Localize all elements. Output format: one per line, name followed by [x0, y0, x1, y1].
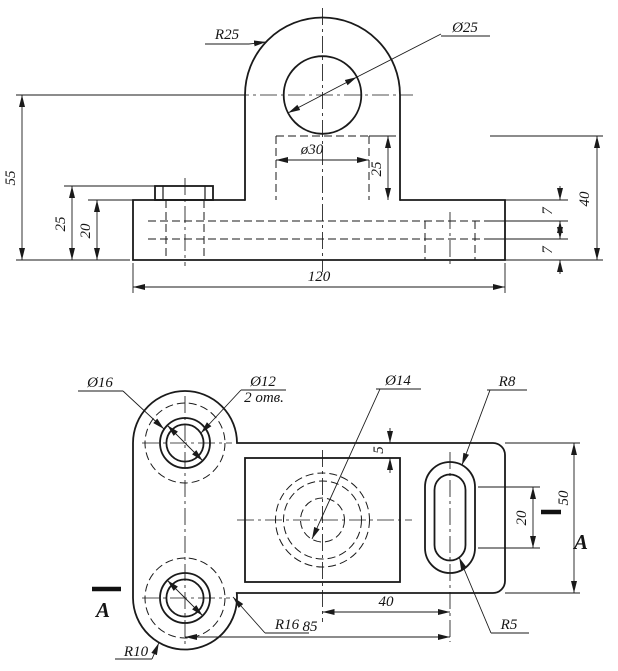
- slot-inner: [433, 473, 467, 562]
- dim-label-7-top: 7: [540, 206, 556, 215]
- dim-label-25-mid: 25: [369, 161, 385, 177]
- plan-outline: [132, 390, 506, 651]
- section-marks: [92, 509, 561, 592]
- lug-footprint: [244, 457, 401, 583]
- dim-label-5: 5: [371, 446, 387, 454]
- dim-label-d12: Ø12: [249, 374, 276, 390]
- dim-label-40: 40: [577, 191, 593, 207]
- front-extension-lines: [16, 94, 603, 293]
- dim-label-r25: R25: [214, 27, 240, 43]
- dim-label-20-slot: 20: [514, 510, 530, 526]
- plan-leaders: [78, 388, 529, 660]
- dim-label-r5: R5: [500, 617, 518, 633]
- dim-label-7-bottom: 7: [540, 245, 556, 254]
- plan-view: Ø16 Ø12 2 отв. Ø14 R8 5 20 50 40 85 R16 …: [78, 373, 588, 660]
- base-plate-outline: [132, 199, 506, 261]
- slot-outer: [424, 461, 476, 574]
- boss-outline: [154, 185, 214, 201]
- bottom-hole-d16: [159, 572, 211, 624]
- front-dimensions: [19, 95, 600, 290]
- dim-label-50: 50: [556, 490, 572, 506]
- bottom-hole-d12: [165, 578, 205, 618]
- lug-hole-circle: [282, 55, 363, 135]
- dim-label-25-left: 25: [53, 216, 69, 232]
- front-outline: [132, 16, 506, 261]
- section-letter-left: A: [94, 598, 110, 622]
- dim-label-55: 55: [3, 170, 19, 186]
- dim-label-d25: Ø25: [451, 20, 478, 36]
- plate-outline: [132, 390, 506, 651]
- plan-dimensions: [185, 428, 577, 640]
- dim-label-d14: Ø14: [384, 373, 411, 389]
- dim-label-d16: Ø16: [86, 375, 113, 391]
- dim-label-40: 40: [379, 594, 395, 610]
- dim-label-85: 85: [303, 619, 319, 635]
- dim-label-20: 20: [78, 223, 94, 239]
- lug-outline: [244, 16, 401, 201]
- front-view: R25 Ø25 ø30 55 25 20 25 40 7 7 120: [3, 8, 603, 293]
- plan-extension-lines: [478, 442, 580, 594]
- front-hidden-lines: [148, 135, 490, 260]
- plan-diameter-arrows: [166, 424, 204, 617]
- dim-label-d30: ø30: [300, 142, 324, 158]
- plan-centerlines: [142, 396, 451, 648]
- dim-label-120: 120: [308, 269, 331, 285]
- section-letter-right: A: [572, 530, 588, 554]
- top-hole-d12: [165, 423, 205, 463]
- front-leaders: [205, 33, 490, 114]
- dim-label-d12-note: 2 отв.: [244, 390, 284, 406]
- dim-label-r10: R10: [123, 644, 149, 660]
- dim-label-r8: R8: [498, 374, 516, 390]
- dim-label-r16: R16: [274, 617, 300, 633]
- top-hole-d16: [159, 417, 211, 469]
